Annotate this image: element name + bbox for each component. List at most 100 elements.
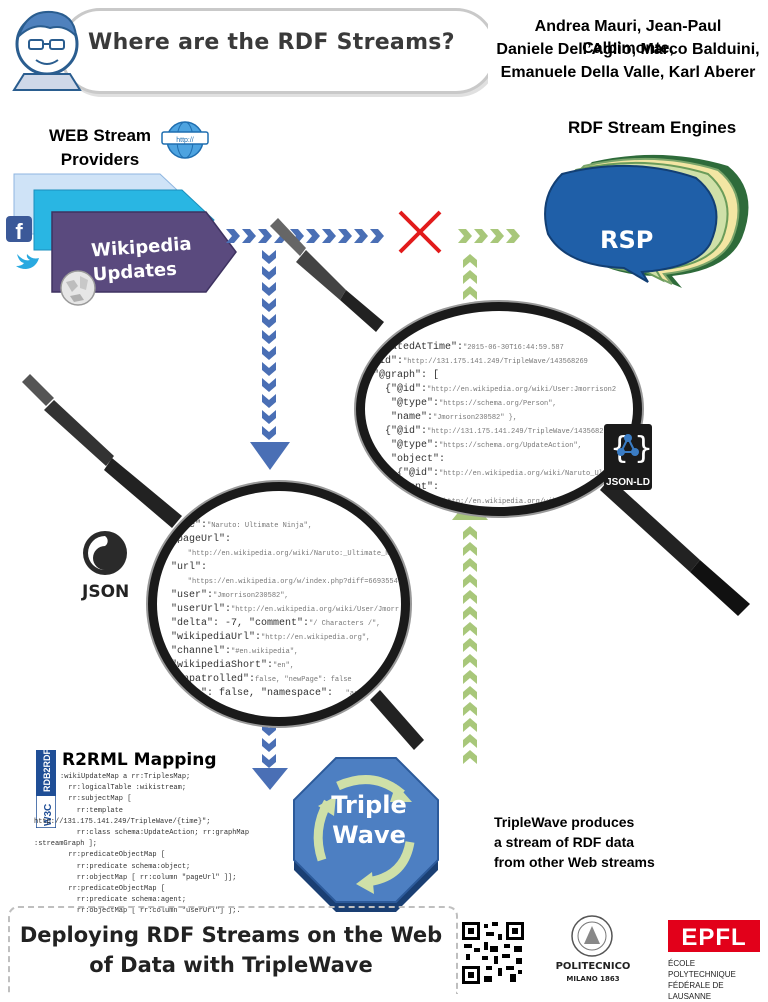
epfl-label-line-2: FÉDÉRALE DE LAUSANNE	[668, 981, 724, 1001]
providers-label: WEB Stream Providers	[40, 124, 160, 172]
footer-title-line-2: of Data with TripleWave	[89, 953, 373, 977]
polimi-label-line-2: MILANO 1863	[566, 975, 620, 983]
jsonld-line: "@graph": [	[373, 370, 440, 381]
r2rml-line: :wikiUpdateMap a rr:TriplesMap;	[60, 773, 191, 781]
jsonld-badge-label: JSON-LD	[606, 477, 650, 488]
r2rml-line: rr:subjectMap [	[60, 795, 132, 804]
poster-title: Where are the RDF Streams?	[88, 30, 455, 55]
jsonld-code: neratedAtTime":"2015-06-30T16:44:59.587 …	[373, 341, 621, 507]
w3c-rdb2rdf-logo-icon: RDB2RDF W3C	[36, 750, 56, 828]
providers-label-line-1: WEB Stream	[48, 126, 152, 145]
json-code: page":"Naruto: Ultimate Ninja", "pageUrl…	[171, 519, 403, 701]
epfl-label-line-1: ÉCOLE POLYTECHNIQUE	[668, 959, 736, 979]
polimi-logo-icon	[571, 915, 613, 957]
svg-text:http://: http://	[176, 137, 194, 144]
r2rml-line: :streamGraph ];	[34, 840, 98, 849]
rsp-label: RSP	[600, 226, 654, 254]
json-line: "unpatrolled":false, "newPage": false	[171, 674, 352, 685]
svg-text:}: }	[634, 431, 652, 466]
triplewave-description: TripleWave produces a stream of RDF data…	[494, 812, 655, 872]
authors-line-3: Emanuele Della Valle, Karl Aberer	[500, 64, 756, 81]
r2rml-line: rr:predicateObjectMap [	[60, 851, 166, 860]
title-bubble	[60, 8, 496, 94]
jsonld-line: {"@id":"http://en.wikipedia.org/wiki/Use…	[373, 384, 617, 395]
r2rml-line: rr:template	[60, 806, 124, 815]
triplewave-label: Triple Wave	[314, 790, 424, 850]
json-line: "pageUrl":	[171, 534, 232, 545]
jsonld-line: "name":"Jmorrison230582" },	[373, 412, 518, 423]
jsonld-line: "@type":"https://schema.org/Person",	[373, 398, 557, 409]
json-line: "https://en.wikipedia.org/w/index.php?di…	[171, 578, 403, 586]
jsonld-lens: neratedAtTime":"2015-06-30T16:44:59.587 …	[356, 302, 642, 516]
triplewave-label-line-1: Triple	[331, 791, 407, 819]
jsonld-line: {"@id":"http://131.175.141.249/TripleWav…	[373, 426, 621, 437]
json-magnifier-handle-icon	[22, 374, 424, 750]
json-line: "userUrl":"http://en.wikipedia.org/wiki/…	[171, 604, 400, 615]
json-logo-icon	[83, 531, 127, 575]
json-line: "channel":"#en.wikipedia",	[171, 646, 299, 657]
jsonld-line: {"@id":"http://en.wikipedia.org/wiki/Use…	[373, 496, 587, 507]
author-caricature-icon	[12, 10, 82, 91]
json-line: "wikipediaUrl":"http://en.wikipedia.org"…	[171, 632, 371, 643]
rdb2rdf-logo-text: RDB2RDF	[42, 750, 52, 792]
engines-label: RDF Stream Engines	[568, 118, 737, 137]
polimi-label-line-1: POLITECNICO	[555, 961, 631, 972]
jsonld-line: "@type":"https://schema.org/UpdateAction…	[373, 440, 582, 451]
r2rml-line: http://131.175.141.249/TripleWave/{time}…	[34, 817, 211, 826]
twitter-icon	[16, 254, 39, 269]
r2rml-code: :wikiUpdateMap a rr:TriplesMap; rr:logic…	[34, 772, 250, 918]
json-label: JSON	[82, 582, 130, 602]
authors-line-2: Daniele Dell’Aglio, Marco Balduini,	[496, 41, 760, 58]
r2rml-line: rr:predicate schema:agent;	[60, 896, 187, 905]
json-line: page":"Naruto: Ultimate Ninja",	[171, 520, 313, 531]
triplewave-desc-line-1: TripleWave produces	[494, 814, 635, 830]
json-line: robot": false, "namespace": "art	[171, 688, 363, 699]
json-line: "url":	[171, 562, 208, 573]
triplewave-desc-line-3: from other Web streams	[494, 854, 655, 870]
svg-text:f: f	[15, 219, 23, 244]
providers-label-line-2: Providers	[60, 150, 140, 169]
jsonld-line: neratedAtTime":"2015-06-30T16:44:59.587	[373, 342, 564, 353]
json-line: "delta": -7, "comment":"/ Characters /",	[171, 618, 381, 629]
svg-text:EPFL: EPFL	[681, 924, 746, 951]
web-globe-icon: http://	[161, 121, 209, 159]
jsonld-line: "agent":	[373, 482, 440, 493]
jsonld-magnifier-handle-icon	[270, 218, 750, 616]
footer-title: Deploying RDF Streams on the Web of Data…	[8, 920, 454, 980]
w3c-logo-text: W3C	[43, 804, 54, 826]
epfl-label: ÉCOLE POLYTECHNIQUE FÉDÉRALE DE LAUSANNE	[668, 958, 760, 1002]
json-line: "http://en.wikipedia.org/wiki/Naruto:_Ul…	[171, 550, 394, 558]
jsonld-line: "object":	[373, 454, 446, 465]
json-lens: page":"Naruto: Ultimate Ninja", "pageUrl…	[148, 482, 410, 726]
polimi-label: POLITECNICO MILANO 1863	[548, 960, 638, 986]
blocked-cross-icon	[398, 210, 442, 254]
json-line: "wikipediaShort":"en",	[171, 660, 295, 671]
r2rml-line: rr:logicalTable :wikistream;	[60, 784, 187, 793]
r2rml-line: rr:objectMap [ rr:column "pageUrl" ]];	[60, 873, 237, 882]
json-line: "user":"Jmorrison230582",	[171, 590, 289, 601]
footer-title-box	[8, 906, 458, 994]
footer-title-line-1: Deploying RDF Streams on the Web	[19, 923, 443, 947]
triplewave-logo	[293, 757, 439, 912]
wikipedia-globe-icon	[60, 270, 96, 306]
down-to-json-arrow	[250, 250, 290, 470]
authors-box: Andrea Mauri, Jean-Paul Calbimonte, Dani…	[488, 0, 768, 100]
r2rml-line: rr:predicate schema:object;	[60, 862, 191, 871]
triplewave-label-line-2: Wave	[332, 821, 406, 849]
triplewave-desc-line-2: a stream of RDF data	[494, 834, 635, 850]
authors-line-1: Andrea Mauri, Jean-Paul Calbimonte,	[534, 18, 722, 57]
r2rml-title: R2RML Mapping	[62, 750, 217, 770]
epfl-logo-icon: EPFL	[668, 920, 760, 952]
down-to-triplewave-arrow	[252, 690, 288, 790]
qr-code-icon	[460, 920, 526, 986]
r2rml-line: rr:class schema:UpdateAction; rr:graphMa…	[60, 829, 250, 838]
jsonld-line: {"@id":"http://en.wikipedia.org/wiki/Nar…	[373, 468, 612, 479]
facebook-icon: f	[6, 216, 32, 244]
rsp-engines-stack	[544, 154, 749, 288]
jsonld-badge: { } JSON-LD	[604, 424, 653, 490]
providers-stack	[13, 173, 237, 293]
r2rml-line: rr:predicateObjectMap [	[60, 885, 166, 894]
jsonld-logo-icon: { }	[610, 431, 653, 466]
jsonld-line: "id":"http://131.175.141.249/TripleWave/…	[373, 356, 588, 367]
